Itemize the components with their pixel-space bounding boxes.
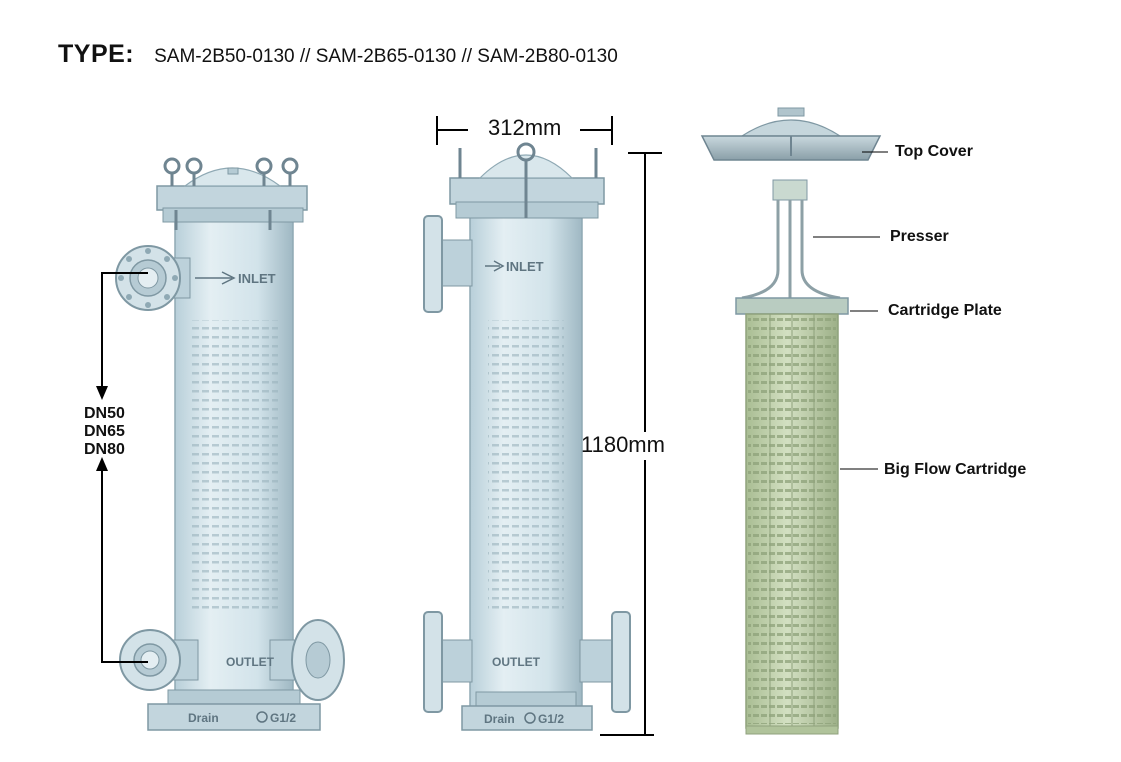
label-presser: Presser	[890, 228, 949, 245]
label-top-cover: Top Cover	[895, 143, 973, 160]
width-dimension-line	[436, 116, 613, 145]
housing-top-flange	[156, 185, 308, 211]
dn-dimension-lines	[101, 272, 148, 663]
drain-port-icon	[524, 712, 536, 724]
housing-side-view: INLET OUTLET Drain G1/2	[423, 142, 631, 731]
svg-text:Drain: Drain	[484, 712, 515, 726]
svg-text:INLET: INLET	[506, 259, 544, 274]
housing-inner-cartridge	[190, 320, 278, 610]
drain-marking: Drain	[188, 711, 219, 725]
leader-lines	[813, 151, 888, 470]
height-dimension: 1180mm	[581, 432, 665, 457]
inlet-marking: INLET	[238, 271, 276, 286]
drain-port-icon	[256, 711, 268, 723]
cartridge-plate	[735, 297, 849, 315]
outlet-marking: OUTLET	[226, 655, 275, 669]
outlet-flange-left	[423, 611, 443, 713]
width-dimension: 312mm	[488, 115, 562, 140]
drain-thread-marking: G1/2	[270, 711, 296, 725]
outlet-flange-right	[611, 611, 631, 713]
model-list: SAM-2B50-0130 // SAM-2B65-0130 // SAM-2B…	[154, 46, 618, 67]
type-label: TYPE:	[58, 40, 135, 68]
label-big-flow-cartridge: Big Flow Cartridge	[884, 461, 1027, 478]
dn-size: DN65	[84, 423, 125, 440]
top-cover	[739, 119, 843, 137]
height-dimension-line	[600, 152, 662, 736]
dn-size: DN80	[84, 441, 125, 458]
label-cartridge-plate: Cartridge Plate	[888, 302, 1002, 319]
svg-text:OUTLET: OUTLET	[492, 655, 541, 669]
housing-front-view: INLET Drain G1/2 OUTLET	[96, 157, 345, 731]
svg-text:G1/2: G1/2	[538, 712, 564, 726]
header: TYPE: SAM-2B50-0130 // SAM-2B65-0130 // …	[58, 40, 618, 76]
dn-size: DN50	[84, 405, 125, 422]
housing-base	[147, 703, 321, 731]
exploded-parts	[700, 107, 882, 735]
inlet-flange	[423, 215, 443, 313]
presser	[772, 179, 808, 201]
